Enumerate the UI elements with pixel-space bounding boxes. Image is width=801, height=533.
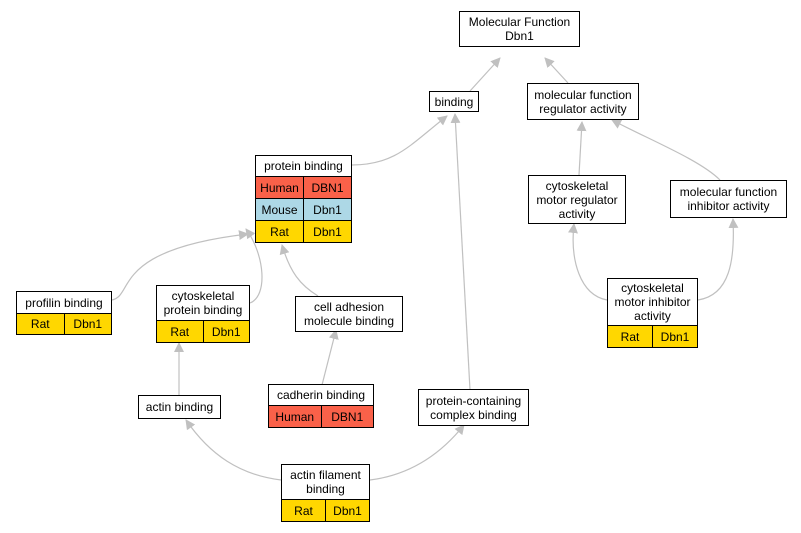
node-title: protein-containing complex binding xyxy=(418,389,529,426)
node-mf-regulator-activity[interactable]: molecular function regulator activity xyxy=(527,83,639,120)
node-title: profilin binding xyxy=(16,291,112,314)
node-title: protein binding xyxy=(255,155,352,177)
annotation-row: Rat Dbn1 xyxy=(156,321,250,343)
species-cell: Rat xyxy=(156,321,204,343)
gene-cell: Dbn1 xyxy=(64,314,112,335)
node-cytoskeletal-motor-regulator[interactable]: cytoskeletal motor regulator activity xyxy=(528,175,626,224)
node-title: actin filament binding xyxy=(281,464,370,500)
node-molecular-function-dbn1[interactable]: Molecular Function Dbn1 xyxy=(459,11,580,47)
node-title: binding xyxy=(429,91,479,112)
node-title: cell adhesion molecule binding xyxy=(295,296,403,332)
node-title: cadherin binding xyxy=(268,384,374,406)
species-cell: Human xyxy=(255,177,304,199)
annotation-row: Rat Dbn1 xyxy=(607,326,698,348)
node-title: molecular function regulator activity xyxy=(527,83,639,120)
species-cell: Human xyxy=(268,406,322,428)
node-binding[interactable]: binding xyxy=(429,91,479,112)
node-title: cytoskeletal motor regulator activity xyxy=(528,175,626,224)
edge-binding-to-mf xyxy=(469,57,501,92)
edge-cell-adhesion-to-protein-binding xyxy=(279,244,319,297)
species-cell: Rat xyxy=(607,326,653,348)
node-cell-adhesion-molecule-binding[interactable]: cell adhesion molecule binding xyxy=(295,296,403,332)
node-actin-filament-binding[interactable]: actin filament binding Rat Dbn1 xyxy=(281,464,370,522)
node-title: cytoskeletal protein binding xyxy=(156,285,250,321)
edge-cyto-protein-to-protein-binding xyxy=(245,228,263,304)
gene-cell: Dbn1 xyxy=(304,199,352,221)
annotation-row: Rat Dbn1 xyxy=(16,314,112,335)
edge-actin-filament-to-actin xyxy=(185,419,282,481)
gene-cell: Dbn1 xyxy=(326,500,370,522)
node-title: molecular function inhibitor activity xyxy=(670,180,787,218)
annotation-row: Mouse Dbn1 xyxy=(255,199,352,221)
edge-profilin-to-protein-binding xyxy=(111,230,249,301)
edge-motor-inhib-to-inhibitor xyxy=(697,218,739,301)
node-profilin-binding[interactable]: profilin binding Rat Dbn1 xyxy=(16,291,112,335)
node-protein-containing-complex-binding[interactable]: protein-containing complex binding xyxy=(418,389,529,426)
node-title: Molecular Function Dbn1 xyxy=(459,11,580,47)
node-title: actin binding xyxy=(138,395,221,419)
annotation-row: Rat Dbn1 xyxy=(255,221,352,243)
edge-regulator-to-mf xyxy=(544,57,569,84)
annotation-row: Rat Dbn1 xyxy=(281,500,370,522)
gene-cell: DBN1 xyxy=(321,406,374,428)
node-cadherin-binding[interactable]: cadherin binding Human DBN1 xyxy=(268,384,374,428)
edge-protein-complex-to-binding xyxy=(450,113,471,391)
edge-inhibitor-to-regulator xyxy=(611,119,721,181)
edge-motor-inhib-to-motor-reg xyxy=(568,223,608,301)
species-cell: Rat xyxy=(281,500,326,522)
edge-protein-binding-to-binding xyxy=(351,115,448,166)
node-cytoskeletal-protein-binding[interactable]: cytoskeletal protein binding Rat Dbn1 xyxy=(156,285,250,343)
edge-motor-reg-to-regulator xyxy=(576,121,587,176)
edge-actin-filament-to-protein-complex xyxy=(369,424,465,481)
gene-cell: Dbn1 xyxy=(653,326,698,348)
gene-cell: DBN1 xyxy=(304,177,352,199)
edge-cadherin-to-cell-adhesion xyxy=(321,329,339,386)
node-protein-binding[interactable]: protein binding Human DBN1 Mouse Dbn1 Ra… xyxy=(255,155,352,243)
gene-cell: Dbn1 xyxy=(203,321,250,343)
annotation-row: Human DBN1 xyxy=(255,177,352,199)
species-cell: Rat xyxy=(255,221,304,243)
species-cell: Mouse xyxy=(255,199,304,221)
node-title: cytoskeletal motor inhibitor activity xyxy=(607,278,698,326)
gene-cell: Dbn1 xyxy=(304,221,352,243)
node-cytoskeletal-motor-inhibitor[interactable]: cytoskeletal motor inhibitor activity Ra… xyxy=(607,278,698,348)
species-cell: Rat xyxy=(16,314,65,335)
node-actin-binding[interactable]: actin binding xyxy=(138,395,221,419)
node-mf-inhibitor-activity[interactable]: molecular function inhibitor activity xyxy=(670,180,787,218)
annotation-row: Human DBN1 xyxy=(268,406,374,428)
